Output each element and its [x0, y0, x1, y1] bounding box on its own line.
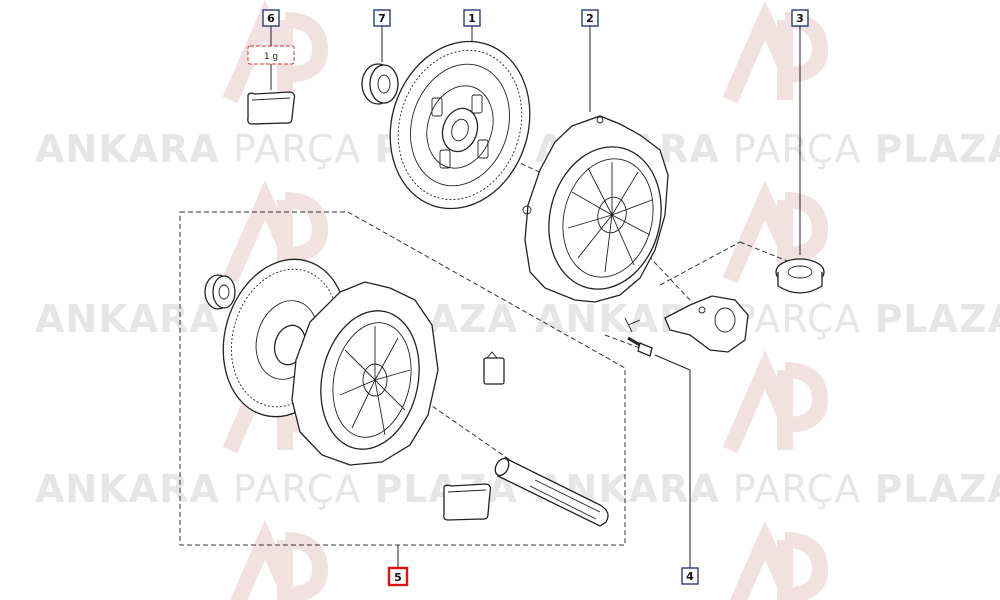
watermark-row: ANKARA PARÇA PLAZA	[535, 297, 1000, 341]
grease-sachet-part-6: 1 g	[247, 45, 296, 125]
watermark-logo	[230, 520, 329, 600]
watermark-text-rows: ANKARA PARÇA PLAZA ANKARA PARÇA PLAZA AN…	[35, 127, 1000, 511]
grease-quantity-label: 1 g	[264, 52, 278, 62]
svg-text:6: 6	[267, 12, 275, 25]
svg-text:1: 1	[468, 12, 476, 25]
callout-7[interactable]: 7	[373, 9, 391, 27]
watermark-logo	[722, 350, 829, 454]
bolt-part-4	[624, 317, 653, 357]
kit-contents-part-5	[204, 258, 609, 527]
svg-text:7: 7	[378, 12, 386, 25]
watermark-row: ANKARA PARÇA PLAZA	[535, 467, 1000, 511]
diaphragm-spring-fingers	[567, 162, 653, 273]
svg-text:5: 5	[394, 571, 402, 584]
release-bearing-part-3	[775, 258, 825, 294]
callout-2[interactable]: 2	[581, 9, 599, 27]
callout-3[interactable]: 3	[791, 9, 809, 27]
callout-4[interactable]: 4	[681, 567, 699, 585]
callout-5-highlighted[interactable]: 5	[387, 566, 409, 587]
pressure-plate-part-2	[522, 115, 669, 303]
watermark-logo	[730, 520, 829, 600]
pilot-bearing-part-7	[361, 63, 399, 105]
kit-boundary-outline	[179, 211, 626, 546]
kit-diaphragm-fingers	[339, 326, 411, 436]
watermark-logo	[722, 0, 829, 104]
callout-6[interactable]: 6	[262, 9, 280, 27]
clutch-disc-part-1	[389, 40, 531, 210]
svg-text:2: 2	[586, 12, 594, 25]
svg-text:4: 4	[686, 570, 694, 583]
leader-lines	[270, 26, 801, 568]
release-fork	[664, 295, 749, 353]
callout-1[interactable]: 1	[463, 9, 481, 27]
svg-text:3: 3	[796, 12, 804, 25]
